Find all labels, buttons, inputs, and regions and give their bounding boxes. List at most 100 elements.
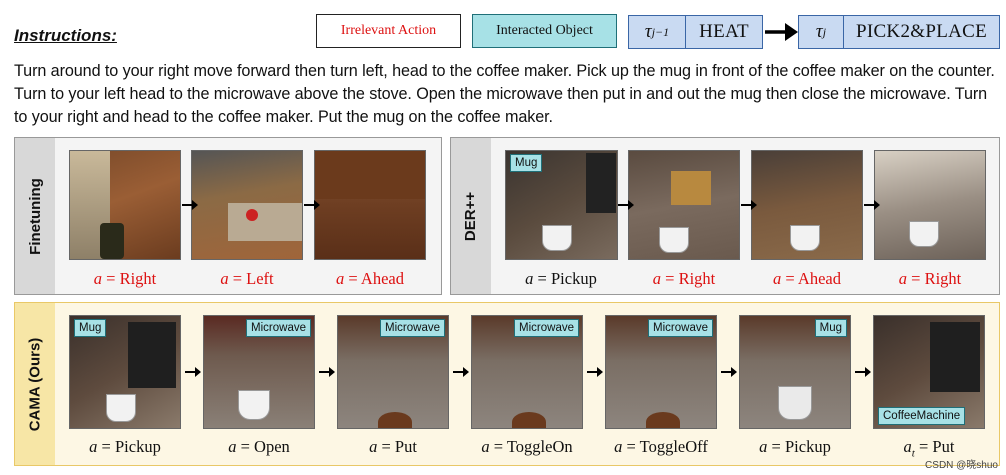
ft-caption-3: a = Ahead [336,269,404,288]
der-frame-2-box [671,171,711,205]
task-arrow-icon [765,23,798,41]
cama-frame-1: Mug [69,315,181,429]
action-var: a [614,437,623,456]
cama-frame-6: Mug [739,315,851,429]
arrow-right-icon [185,367,201,377]
finetuning-label: Finetuning [15,138,55,294]
action-label: Ahead [797,269,841,288]
der-frame-3-mug [790,225,820,251]
action-label: Right [119,269,157,288]
action-var: a [481,437,490,456]
cama-frame-5-stool [646,412,680,428]
ft-frame-2-apple [246,209,258,221]
action-var: a [220,269,229,288]
action-var: a [336,269,345,288]
cama-frame-1-coffee-machine [128,322,176,388]
ft-caption-1: a = Right [93,269,157,288]
der-frame-1-coffee-machine [586,153,616,213]
der-frame-1-tag: Mug [510,154,543,172]
arrow-right-icon [304,200,320,210]
cama-frame-4-stool [512,412,546,428]
task-prev-name: HEAT [699,21,749,42]
cama-frame-1-mug [106,394,136,422]
cama-caption-4: a = ToggleOn [481,437,573,456]
cama-frame-3-tag: Microwave [380,319,445,337]
arrow-right-icon [721,367,737,377]
arrow-right-icon [587,367,603,377]
action-label: Put [932,437,955,456]
ft-frame-2 [191,150,303,260]
action-label: Right [924,269,962,288]
ft-caption-2: a = Left [220,269,274,288]
legend-interacted-object: Interacted Object [472,14,617,48]
cama-frame-1-tag: Mug [74,319,107,337]
action-var: a [525,269,534,288]
arrow-right-icon [453,367,469,377]
der-frame-4-mug [909,221,939,247]
arrow-right-icon [741,200,757,210]
arrow-right-icon [864,200,880,210]
action-label: Open [254,437,290,456]
cama-caption-1: a = Pickup [89,437,161,456]
cama-label-text: CAMA (Ours) [26,337,44,431]
action-var: a [898,269,907,288]
action-label: Put [394,437,417,456]
cama-caption-2: a = Open [228,437,290,456]
der-caption-3: a = Ahead [773,269,841,288]
instructions-title: Instructions: [14,26,117,45]
cama-caption-5: a = ToggleOff [614,437,708,456]
der-label-text: DER++ [462,191,480,241]
cama-frame-7: CoffeeMachine [873,315,985,429]
action-label: Left [246,269,274,288]
der-frame-1-mug [542,225,572,251]
der-caption-4: a = Right [898,269,962,288]
action-var: a [369,437,378,456]
der-label: DER++ [451,138,491,294]
action-var: a [93,269,102,288]
der-frame-3 [751,150,863,260]
cama-caption-3: a = Put [369,437,417,456]
arrow-right-icon [855,367,871,377]
action-var: a [903,437,912,456]
watermark: CSDN @晓shuo [925,460,998,471]
cama-frame-3-stool [378,412,412,428]
action-var: a [759,437,768,456]
ft-frame-3-wall [315,151,425,199]
task-cur-subscript: j [822,24,827,39]
action-var: a [773,269,782,288]
cama-frame-6-mug [778,386,812,420]
arrow-right-icon [182,200,198,210]
action-var-subscript: t [911,447,915,460]
cama-frame-2: Microwave [203,315,315,429]
der-panel: DER++ Mug a = Pickup a = Right a = Ahead… [450,137,1000,295]
ft-frame-2-counter [228,203,302,241]
cama-frame-4-tag: Microwave [514,319,579,337]
action-label: Pickup [550,269,597,288]
der-frame-2-mug [659,227,689,253]
finetuning-panel: Finetuning a = Right a = Left a = Ahead [14,137,442,295]
cama-frame-7-tag: CoffeeMachine [878,407,966,425]
cama-panel: CAMA (Ours) Mug Microwave Microwave Micr… [14,302,1000,466]
cama-frame-4: Microwave [471,315,583,429]
action-label: Pickup [784,437,831,456]
action-var: a [652,269,661,288]
ft-frame-1 [69,150,181,260]
task-prev-subscript: j−1 [651,24,670,39]
cama-frame-3: Microwave [337,315,449,429]
action-label: ToggleOff [639,437,708,456]
der-frame-1: Mug [505,150,618,260]
ft-frame-1-object [100,223,124,259]
task-cur-tau: τ [815,21,823,42]
cama-frame-2-mug [238,390,270,420]
action-var: a [89,437,98,456]
der-frame-4 [874,150,986,260]
cama-label: CAMA (Ours) [15,303,55,465]
action-label: ToggleOn [506,437,573,456]
arrow-right-icon [618,200,634,210]
cama-frame-5: Microwave [605,315,717,429]
cama-frame-7-coffee-machine [930,322,980,392]
